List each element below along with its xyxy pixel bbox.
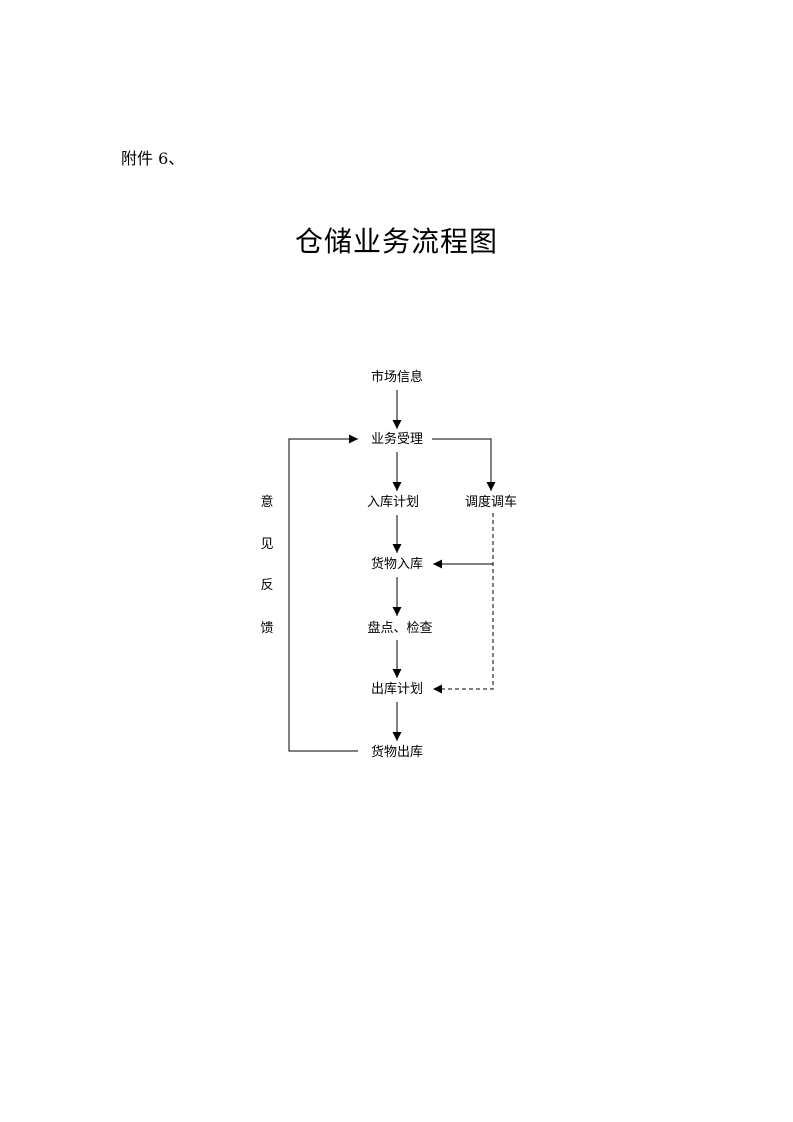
feedback-char-3: 反 bbox=[260, 578, 273, 593]
node-inbound-plan: 入库计划 bbox=[367, 494, 419, 510]
attachment-label: 附件 6、 bbox=[121, 149, 185, 168]
feedback-char-4: 馈 bbox=[260, 621, 273, 636]
node-market-info: 市场信息 bbox=[371, 369, 423, 385]
node-business-acceptance: 业务受理 bbox=[371, 431, 423, 447]
feedback-char-1: 意 bbox=[260, 494, 273, 510]
node-inventory-check: 盘点、检查 bbox=[367, 620, 432, 636]
node-goods-outbound: 货物出库 bbox=[371, 744, 423, 760]
feedback-char-2: 见 bbox=[260, 537, 273, 552]
node-dispatch-vehicle: 调度调车 bbox=[465, 494, 517, 510]
page-title: 仓储业务流程图 bbox=[294, 225, 498, 258]
arrow-acceptance-to-dispatch bbox=[432, 438, 496, 491]
dashed-arrow-dispatch-to-outbound-plan bbox=[433, 513, 494, 694]
feedback-loop-arrow bbox=[288, 434, 358, 752]
node-outbound-plan: 出库计划 bbox=[371, 681, 423, 697]
node-goods-inbound: 货物入库 bbox=[371, 556, 423, 572]
